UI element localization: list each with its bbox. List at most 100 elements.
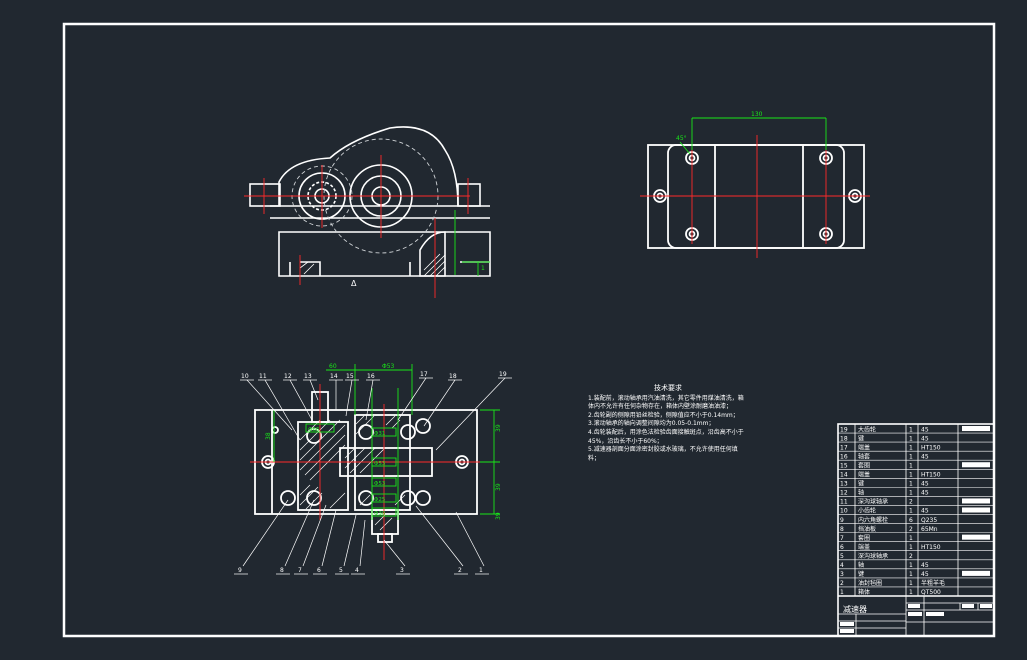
title-block[interactable] xyxy=(838,596,994,636)
balloon-number: 9 xyxy=(238,567,242,574)
balloon-leader xyxy=(284,499,315,567)
front-view-dim-text: 1 xyxy=(481,265,485,272)
plan-dim-right-a: 39 xyxy=(495,424,502,432)
parts-cell: 14 xyxy=(840,472,848,479)
plan-dim-top-small: 60 xyxy=(329,363,337,370)
parts-cell: 45 xyxy=(921,426,929,433)
parts-cell: 6 xyxy=(909,517,913,524)
balloon-leader xyxy=(423,379,456,427)
parts-cell: 键 xyxy=(858,480,864,488)
plan-dim-inner-1: Φ66 xyxy=(308,427,320,433)
parts-cell: 11 xyxy=(840,499,848,506)
plan-dim-side-left: 38 xyxy=(265,432,272,440)
balloon-number: 8 xyxy=(280,567,284,574)
parts-cell: 1 xyxy=(909,435,913,442)
balloon-number: 13 xyxy=(304,373,312,380)
parts-cell: 45 xyxy=(921,571,929,578)
front-view-centerlines xyxy=(244,155,470,298)
plan-dim-inner-6: Φ30 xyxy=(374,511,386,517)
parts-cell: 45 xyxy=(921,435,929,442)
plan-dim-right-c: 39 xyxy=(495,512,502,520)
balloon-number: 11 xyxy=(259,373,267,380)
parts-cell: 45 xyxy=(921,562,929,569)
parts-cell: 15 xyxy=(840,462,848,469)
parts-cell: 1 xyxy=(909,426,913,433)
balloon-number: 3 xyxy=(400,567,404,574)
title-block-name: 减速器 xyxy=(843,604,867,614)
balloon-leader xyxy=(309,379,319,401)
plan-view-centerlines xyxy=(250,384,480,560)
balloon-number: 14 xyxy=(330,373,338,380)
parts-cell: 9 xyxy=(840,517,844,524)
balloon-number: 4 xyxy=(355,567,359,574)
balloon-number: 2 xyxy=(458,567,462,574)
parts-cell: 45 xyxy=(921,481,929,488)
parts-cell: 1 xyxy=(909,453,913,460)
parts-cell: 45 xyxy=(921,508,929,515)
parts-cell: 油封毡圈 xyxy=(858,579,882,587)
plan-view-dims xyxy=(273,364,500,520)
parts-cell: 1 xyxy=(909,462,913,469)
balloon-number: 6 xyxy=(317,567,321,574)
balloon-number: 15 xyxy=(346,373,354,380)
parts-cell: 1 xyxy=(909,544,913,551)
parts-cell: 2 xyxy=(840,580,844,587)
parts-row-fill xyxy=(962,462,990,468)
drawing-frame xyxy=(62,22,996,638)
parts-cell: HT150 xyxy=(921,544,941,551)
balloon-leader xyxy=(343,514,357,567)
balloon-leader xyxy=(455,511,485,567)
plan-dim-top-main: Φ53 xyxy=(382,363,395,370)
parts-cell: 箱体 xyxy=(858,588,870,596)
top-view-centerlines xyxy=(640,135,870,258)
balloon-number: 7 xyxy=(298,567,302,574)
technical-requirements-title: 技术要求 xyxy=(654,384,682,392)
balloon-number: 5 xyxy=(339,567,343,574)
balloon-leader xyxy=(302,504,327,567)
parts-cell: 大齿轮 xyxy=(858,425,876,433)
parts-cell: 轴 xyxy=(858,489,864,497)
parts-cell: 17 xyxy=(840,444,848,451)
balloon-number: 18 xyxy=(449,373,457,380)
balloon-leader xyxy=(242,499,289,567)
balloon-number: 19 xyxy=(499,371,507,378)
parts-cell: 1 xyxy=(909,589,913,596)
parts-cell: 5 xyxy=(840,553,844,560)
parts-cell: 内六角螺栓 xyxy=(858,516,888,524)
parts-cell: 1 xyxy=(909,481,913,488)
balloon-leader xyxy=(397,377,427,421)
top-view[interactable] xyxy=(647,144,865,249)
parts-cell: 套圈 xyxy=(858,461,870,469)
parts-cell: 65Mn xyxy=(921,526,938,533)
parts-cell: 18 xyxy=(840,435,848,442)
top-view-dim-angle: 45° xyxy=(676,135,687,142)
balloon-leader xyxy=(246,379,293,431)
parts-cell: 6 xyxy=(840,544,844,551)
parts-cell: 端盖 xyxy=(858,443,870,451)
balloon-leader xyxy=(321,509,337,567)
front-view[interactable] xyxy=(249,126,491,277)
balloon-leader xyxy=(345,379,353,417)
parts-cell: 挡油板 xyxy=(858,525,876,533)
balloon-number: 10 xyxy=(241,373,249,380)
balloon-number: 16 xyxy=(367,373,375,380)
parts-row-fill xyxy=(962,426,990,432)
plan-dim-inner-2: Φ31 xyxy=(374,431,385,437)
parts-cell: HT150 xyxy=(921,444,941,451)
parts-cell: 3 xyxy=(840,571,844,578)
plan-view-hatching xyxy=(299,415,406,531)
balloon-leader xyxy=(435,377,506,451)
balloon-leader xyxy=(359,519,366,567)
parts-cell: 1 xyxy=(909,535,913,542)
parts-cell: 12 xyxy=(840,490,848,497)
parts-cell: 2 xyxy=(909,553,913,560)
parts-cell: 端盖 xyxy=(858,471,870,479)
tech-req-line: 5.减速器剖面分面涂密封胶或水玻璃，不允许使用任何填料； xyxy=(588,446,738,462)
parts-cell: 1 xyxy=(909,571,913,578)
balloon-number: 17 xyxy=(420,371,428,378)
title-block-fills xyxy=(840,604,992,633)
balloon-leader xyxy=(289,379,313,421)
parts-cell: 1 xyxy=(840,589,844,596)
